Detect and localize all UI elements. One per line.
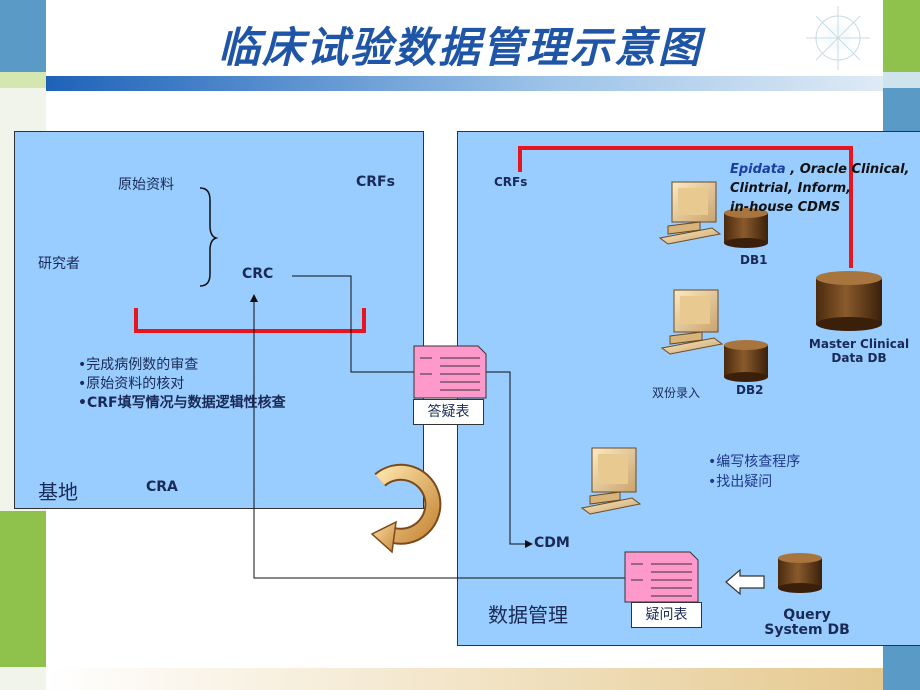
epidata-label: Epidata — [730, 162, 786, 177]
page-title: 临床试验数据管理示意图 — [217, 23, 702, 72]
sparkle-icon — [806, 6, 870, 70]
computer-icon-2 — [660, 289, 724, 355]
database-icon-master — [816, 271, 882, 331]
cdm-label: CDM — [534, 535, 570, 551]
double-entry-label: 双份录入 — [652, 386, 701, 400]
cdms-systems-label: Epidata , Oracle Clinical, Clintrial, In… — [730, 162, 910, 215]
db2-label: DB2 — [736, 383, 764, 397]
source-docs-label: 原始资料 — [118, 177, 174, 193]
site-task-item: •原始资料的核对 — [78, 376, 185, 392]
crc-to-answer-line — [292, 275, 414, 373]
dm-task-item: •找出疑问 — [708, 474, 773, 490]
dm-task-list: •编写核查程序 •找出疑问 — [708, 452, 800, 492]
database-icon-db2 — [724, 340, 768, 382]
db1-label: DB1 — [740, 253, 768, 267]
curly-brace — [199, 187, 219, 287]
master-db-label: Master Clinical Data DB — [808, 337, 910, 365]
query-form-document-icon — [624, 551, 699, 603]
cra-label: CRA — [146, 479, 178, 495]
answer-form-document-icon — [413, 345, 487, 399]
site-panel — [14, 131, 424, 509]
query-to-crc-arrow — [250, 294, 625, 579]
answer-to-cdm-arrow — [485, 371, 533, 548]
hollow-left-arrow — [725, 568, 765, 596]
answer-form-label: 答疑表 — [413, 399, 484, 425]
query-db-label: Query System DB — [764, 607, 850, 638]
dm-crfs-label: CRFs — [494, 175, 528, 189]
cycle-arrow-icon — [370, 463, 442, 554]
computer-icon-3 — [580, 447, 642, 515]
site-task-item: •CRF填写情况与数据逻辑性核查 — [78, 395, 286, 411]
database-icon-query — [778, 553, 822, 593]
dm-task-item: •编写核查程序 — [708, 454, 801, 470]
database-icon-db1 — [724, 208, 768, 248]
site-name-label: 基地 — [38, 480, 78, 504]
crc-label: CRC — [242, 266, 274, 282]
site-red-bracket — [134, 308, 366, 333]
investigator-label: 研究者 — [38, 256, 80, 272]
site-task-list: •完成病例数的审查 •原始资料的核对 •CRF填写情况与数据逻辑性核查 — [78, 356, 286, 413]
site-crfs-label: CRFs — [356, 174, 395, 190]
query-form-label: 疑问表 — [631, 602, 702, 628]
dm-name-label: 数据管理 — [488, 603, 568, 627]
computer-icon-1 — [658, 181, 722, 245]
site-task-item: •完成病例数的审查 — [78, 357, 199, 373]
dm-red-line — [518, 146, 853, 268]
